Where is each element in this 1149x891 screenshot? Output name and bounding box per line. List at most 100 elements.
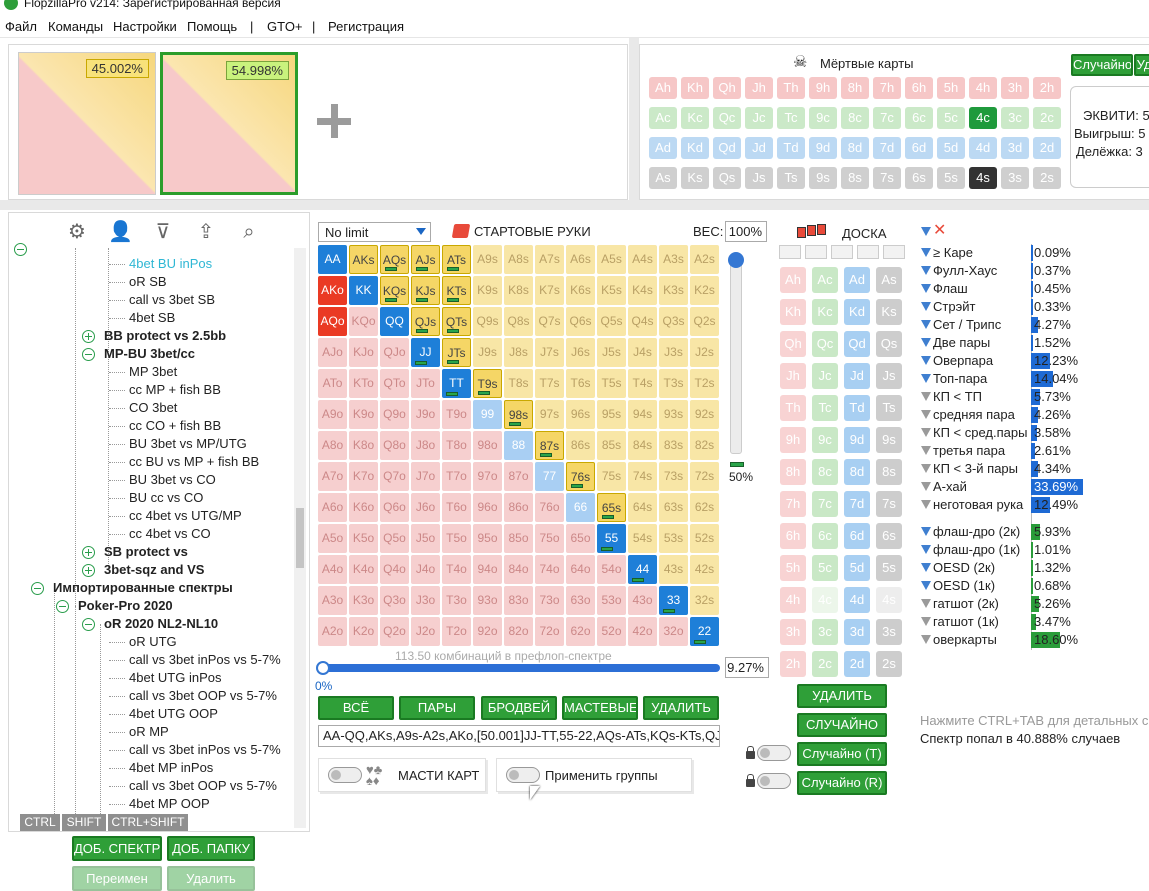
dead-card-2c[interactable]: 2c xyxy=(1033,107,1061,129)
hand-cell-A2o[interactable]: A2o xyxy=(318,617,347,646)
hand-cell-A4s[interactable]: A4s xyxy=(628,245,657,274)
board-card-Ah[interactable]: Ah xyxy=(780,267,806,293)
board-slot[interactable] xyxy=(857,245,879,259)
dead-card-6s[interactable]: 6s xyxy=(905,167,933,189)
dead-card-3c[interactable]: 3c xyxy=(1001,107,1029,129)
hand-cell-Q8o[interactable]: Q8o xyxy=(380,431,409,460)
gear-icon[interactable]: ⚙ xyxy=(68,221,86,243)
hand-cell-74s[interactable]: 74s xyxy=(628,462,657,491)
hand-cell-32s[interactable]: 32s xyxy=(690,586,719,615)
hand-cell-72s[interactable]: 72s xyxy=(690,462,719,491)
hand-cell-85o[interactable]: 85o xyxy=(504,524,533,553)
tree-item[interactable]: SB protect vs xyxy=(104,544,188,559)
hand-cell-99[interactable]: 99 xyxy=(473,400,502,429)
hand-cell-K8s[interactable]: K8s xyxy=(504,276,533,305)
hand-cell-K9s[interactable]: K9s xyxy=(473,276,502,305)
export-icon[interactable]: ⇪ xyxy=(197,221,215,243)
dead-card-5s[interactable]: 5s xyxy=(937,167,965,189)
tree-item[interactable]: cc CO + fish BB xyxy=(129,418,222,433)
dead-card-Th[interactable]: Th xyxy=(777,77,805,99)
board-card-5s[interactable]: 5s xyxy=(876,555,902,581)
hand-cell-A7o[interactable]: A7o xyxy=(318,462,347,491)
hand-cell-J9o[interactable]: J9o xyxy=(411,400,440,429)
hand-cell-AKo[interactable]: AKo xyxy=(318,276,347,305)
hand-cell-AQo[interactable]: AQo xyxy=(318,307,347,336)
hand-cell-J7s[interactable]: J7s xyxy=(535,338,564,367)
hand-cell-Q5o[interactable]: Q5o xyxy=(380,524,409,553)
hand-cell-AA[interactable]: AA xyxy=(318,245,347,274)
hand-cell-Q3s[interactable]: Q3s xyxy=(659,307,688,336)
dead-card-Jc[interactable]: Jc xyxy=(745,107,773,129)
stat-label[interactable]: OESD (1к) xyxy=(933,578,996,593)
clear-filter-icon[interactable]: ✕ xyxy=(933,222,947,239)
tree-item[interactable]: oR UTG xyxy=(129,634,177,649)
dead-card-Ac[interactable]: Ac xyxy=(649,107,677,129)
tree-item[interactable]: 4bet MP inPos xyxy=(129,760,214,775)
hand-cell-84o[interactable]: 84o xyxy=(504,555,533,584)
stat-label[interactable]: ≥ Каре xyxy=(933,245,974,260)
hand-cell-87o[interactable]: 87o xyxy=(504,462,533,491)
stat-label[interactable]: КП < 3-й пары xyxy=(933,461,1019,476)
hand-cell-K5s[interactable]: K5s xyxy=(597,276,626,305)
board-slot[interactable] xyxy=(883,245,905,259)
hand-cell-66[interactable]: 66 xyxy=(566,493,595,522)
hand-cell-A2s[interactable]: A2s xyxy=(690,245,719,274)
board-card-Ad[interactable]: Ad xyxy=(844,267,870,293)
filter-icon[interactable] xyxy=(921,527,931,536)
filter-icon[interactable] xyxy=(921,635,931,644)
hand-cell-AKs[interactable]: AKs xyxy=(349,245,378,274)
hand-cell-73s[interactable]: 73s xyxy=(659,462,688,491)
hand-cell-54o[interactable]: 54o xyxy=(597,555,626,584)
filter-icon[interactable] xyxy=(921,227,931,236)
board-card-Ts[interactable]: Ts xyxy=(876,395,902,421)
dead-card-9h[interactable]: 9h xyxy=(809,77,837,99)
dead-card-Td[interactable]: Td xyxy=(777,137,805,159)
stat-label[interactable]: Оверпара xyxy=(933,353,994,368)
stat-label[interactable]: неготовая рука xyxy=(933,497,1024,512)
collapse-toggle[interactable] xyxy=(14,243,27,256)
filter-icon[interactable] xyxy=(921,599,931,608)
hand-cell-K2s[interactable]: K2s xyxy=(690,276,719,305)
filter-icon[interactable] xyxy=(921,338,931,347)
hand-cell-K4s[interactable]: K4s xyxy=(628,276,657,305)
hand-cell-AJo[interactable]: AJo xyxy=(318,338,347,367)
board-card-9c[interactable]: 9c xyxy=(812,427,838,453)
menu-item[interactable]: Файл xyxy=(5,19,37,34)
tree-item[interactable]: call vs 3bet SB xyxy=(129,292,215,307)
hand-cell-K3o[interactable]: K3o xyxy=(349,586,378,615)
board-random-button[interactable]: СЛУЧАЙНО xyxy=(797,713,887,737)
tree-item[interactable]: cc MP + fish BB xyxy=(129,382,221,397)
stat-label[interactable]: Фулл-Хаус xyxy=(933,263,998,278)
range-text-input[interactable]: AA-QQ,AKs,A9s-A2s,AKo,[50.001]JJ-TT,55-2… xyxy=(318,725,720,747)
hand-cell-65s[interactable]: 65s xyxy=(597,493,626,522)
dead-card-Jd[interactable]: Jd xyxy=(745,137,773,159)
weight-slider[interactable] xyxy=(730,258,742,454)
filter-icon[interactable] xyxy=(921,356,931,365)
board-card-As[interactable]: As xyxy=(876,267,902,293)
pairs-button[interactable]: ПАРЫ xyxy=(399,696,475,720)
tree-item[interactable]: call vs 3bet inPos vs 5-7% xyxy=(129,742,281,757)
hand-cell-K6s[interactable]: K6s xyxy=(566,276,595,305)
hand-cell-KK[interactable]: KK xyxy=(349,276,378,305)
hand-cell-52s[interactable]: 52s xyxy=(690,524,719,553)
hand-cell-82s[interactable]: 82s xyxy=(690,431,719,460)
hand-cell-J4s[interactable]: J4s xyxy=(628,338,657,367)
tree-item[interactable]: BU cc vs CO xyxy=(129,490,204,505)
tree-item[interactable]: 3bet-sqz and VS xyxy=(104,562,205,577)
hand-cell-96s[interactable]: 96s xyxy=(566,400,595,429)
hand-cell-A5o[interactable]: A5o xyxy=(318,524,347,553)
filter-icon[interactable] xyxy=(921,545,931,554)
random-button[interactable]: Случайно xyxy=(1071,54,1133,76)
collapse-toggle[interactable] xyxy=(31,582,44,595)
hand-cell-J8s[interactable]: J8s xyxy=(504,338,533,367)
hand-cell-97s[interactable]: 97s xyxy=(535,400,564,429)
hand-cell-JTo[interactable]: JTo xyxy=(411,369,440,398)
hand-cell-A9s[interactable]: A9s xyxy=(473,245,502,274)
hand-cell-T7o[interactable]: T7o xyxy=(442,462,471,491)
stat-label[interactable]: флаш-дро (1к) xyxy=(933,542,1021,557)
stat-label[interactable]: флаш-дро (2к) xyxy=(933,524,1021,539)
add-folder-button[interactable]: ДОБ. ПАПКУ xyxy=(167,836,255,861)
stat-label[interactable]: Стрэйт xyxy=(933,299,976,314)
board-card-2c[interactable]: 2c xyxy=(812,651,838,677)
hand-cell-T8s[interactable]: T8s xyxy=(504,369,533,398)
